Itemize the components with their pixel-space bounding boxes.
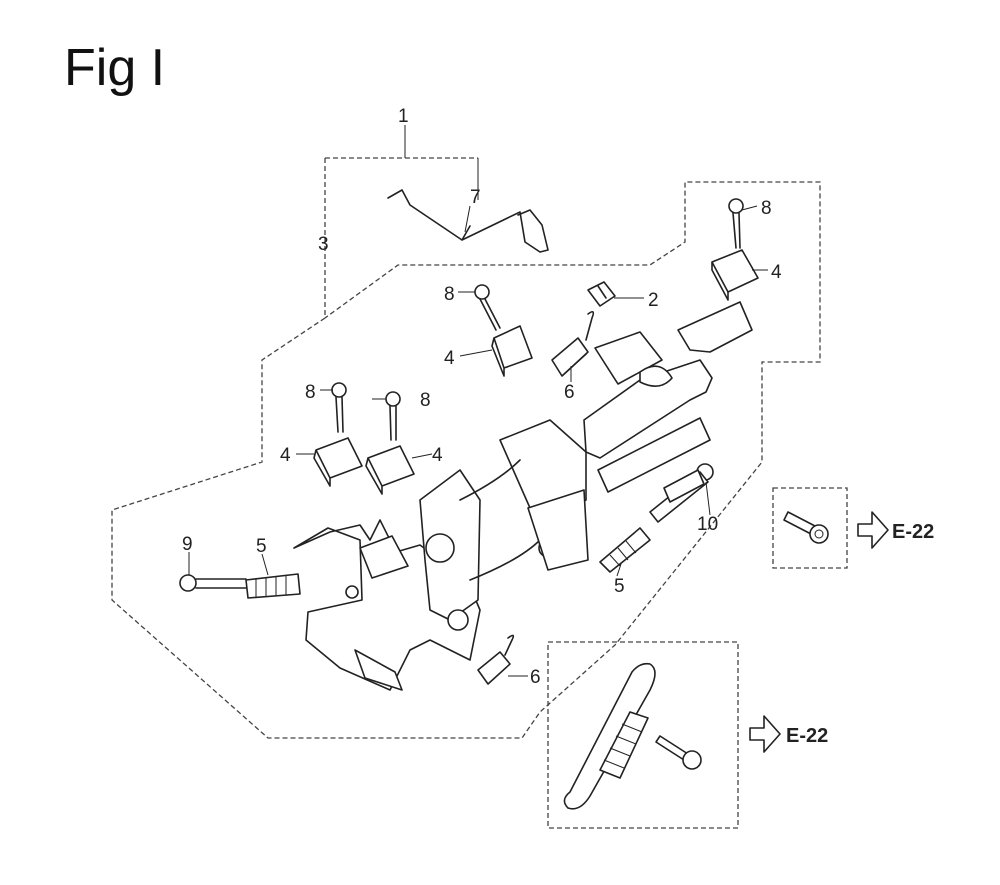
callout-8-upper: 8 xyxy=(444,284,455,305)
callout-5-right: 5 xyxy=(614,576,625,597)
spring-6-lower xyxy=(477,634,515,685)
callout-4-right: 4 xyxy=(771,262,782,283)
reference-arrow-2 xyxy=(749,715,781,753)
part-rod-7 xyxy=(387,189,549,253)
reference-box-screw xyxy=(772,487,848,569)
callout-2: 2 xyxy=(648,290,659,311)
callout-3: 3 xyxy=(318,234,329,255)
callout-6-lower: 6 xyxy=(530,667,541,688)
callout-10: 10 xyxy=(697,514,718,535)
part-clip-2 xyxy=(587,281,616,307)
spring-5-right xyxy=(599,527,651,573)
callout-8-right: 8 xyxy=(761,198,772,219)
part-main-bracket xyxy=(293,469,481,691)
screw-8-left-a xyxy=(331,382,347,433)
callout-4-upper: 4 xyxy=(444,348,455,369)
clamp-4-left-a xyxy=(313,437,363,487)
reference-arrow-1 xyxy=(857,511,889,549)
callout-4-left-b: 4 xyxy=(432,445,443,466)
leaders xyxy=(188,205,768,677)
figure-title: Fig I xyxy=(64,39,166,97)
callout-7: 7 xyxy=(470,187,481,208)
bolt-9 xyxy=(179,574,247,592)
callout-8-left-a: 8 xyxy=(305,382,316,403)
screw-8-right xyxy=(728,198,744,249)
clamp-4-upper xyxy=(491,325,533,377)
clamp-4-left-b xyxy=(365,445,415,495)
reference-label-2: E-22 xyxy=(786,725,828,747)
clamp-4-right xyxy=(711,249,759,301)
callout-6-upper: 6 xyxy=(564,382,575,403)
reference-box-spring xyxy=(547,641,739,829)
spring-6-upper xyxy=(551,310,595,377)
callout-5-left: 5 xyxy=(256,536,267,557)
callout-4-left-a: 4 xyxy=(280,445,291,466)
part-mid-plate xyxy=(459,419,589,581)
callout-8-left-b: 8 xyxy=(420,390,431,411)
reference-label-1: E-22 xyxy=(892,521,934,543)
assembly-boundary xyxy=(111,157,821,739)
screw-8-upper xyxy=(474,284,501,331)
spring-5-left xyxy=(245,573,301,599)
callout-9: 9 xyxy=(182,534,193,555)
callout-1: 1 xyxy=(398,106,409,127)
screw-8-left-b xyxy=(385,391,401,441)
bracket-1 xyxy=(404,125,479,200)
part-throttle-bracket xyxy=(583,301,753,503)
